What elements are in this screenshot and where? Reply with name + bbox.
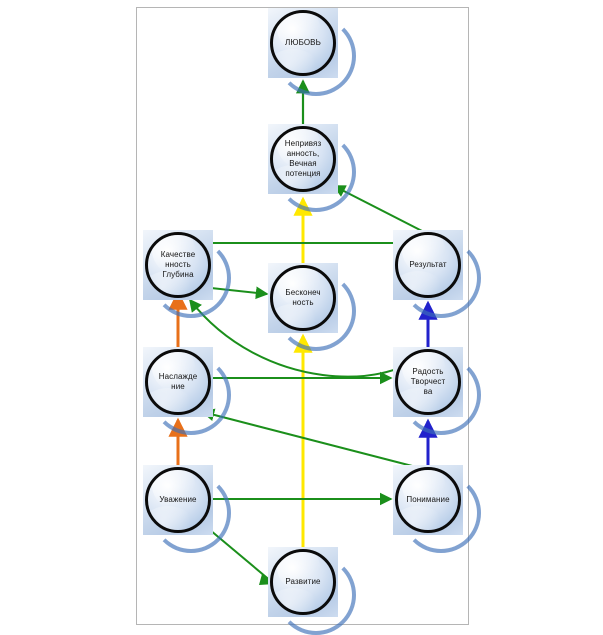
node-disc xyxy=(395,467,461,533)
node-shadow-arc xyxy=(276,132,356,212)
node-disc xyxy=(270,10,336,76)
node-razvitie[interactable]: Развитие xyxy=(268,547,356,635)
node-rezultat[interactable]: Результат xyxy=(393,230,481,318)
node-disc xyxy=(395,349,461,415)
node-disc xyxy=(395,232,461,298)
node-disc xyxy=(270,265,336,331)
node-shadow-arc xyxy=(276,271,356,351)
node-label: Уважение xyxy=(159,495,197,504)
node-shadow-arc xyxy=(401,355,481,435)
node-disc xyxy=(270,126,336,192)
node-shadow-arc xyxy=(276,16,356,96)
node-uvazhenie[interactable]: Уважение xyxy=(143,465,231,553)
node-disc xyxy=(145,349,211,415)
node-shadow-arc xyxy=(151,355,231,435)
node-label: Результат xyxy=(409,260,447,269)
node-shadow-arc xyxy=(151,473,231,553)
node-neprivyazannost[interactable]: Непривяз анность, Вечная потенция xyxy=(268,124,356,212)
node-ponimanie[interactable]: Понимание xyxy=(393,465,481,553)
node-label: Радость Творчест ва xyxy=(410,367,446,396)
node-radost-tvorchestva[interactable]: Радость Творчест ва xyxy=(393,347,481,435)
node-disc xyxy=(270,549,336,615)
node-naslazhdenie[interactable]: Наслажде ние xyxy=(143,347,231,435)
node-lyubov[interactable]: ЛЮБОВЬ xyxy=(268,8,356,96)
node-label: Бесконеч ность xyxy=(285,288,321,307)
node-kachestvennost-glubina[interactable]: Качестве нность Глубина xyxy=(143,230,231,318)
node-label: Развитие xyxy=(285,577,321,586)
node-label: ЛЮБОВЬ xyxy=(285,38,321,47)
edge-ponimanie-naslazhdenie xyxy=(201,408,421,469)
node-shadow-arc xyxy=(151,238,231,318)
node-label: Непривяз анность, Вечная потенция xyxy=(284,139,322,178)
node-disc xyxy=(145,467,211,533)
node-shadow-arc xyxy=(401,473,481,553)
node-label: Качестве нность Глубина xyxy=(160,250,196,279)
node-label: Наслажде ние xyxy=(158,372,198,391)
node-label: Понимание xyxy=(406,495,450,504)
node-beskonechnost[interactable]: Бесконеч ность xyxy=(268,263,356,351)
node-shadow-arc xyxy=(401,238,481,318)
node-disc xyxy=(145,232,211,298)
